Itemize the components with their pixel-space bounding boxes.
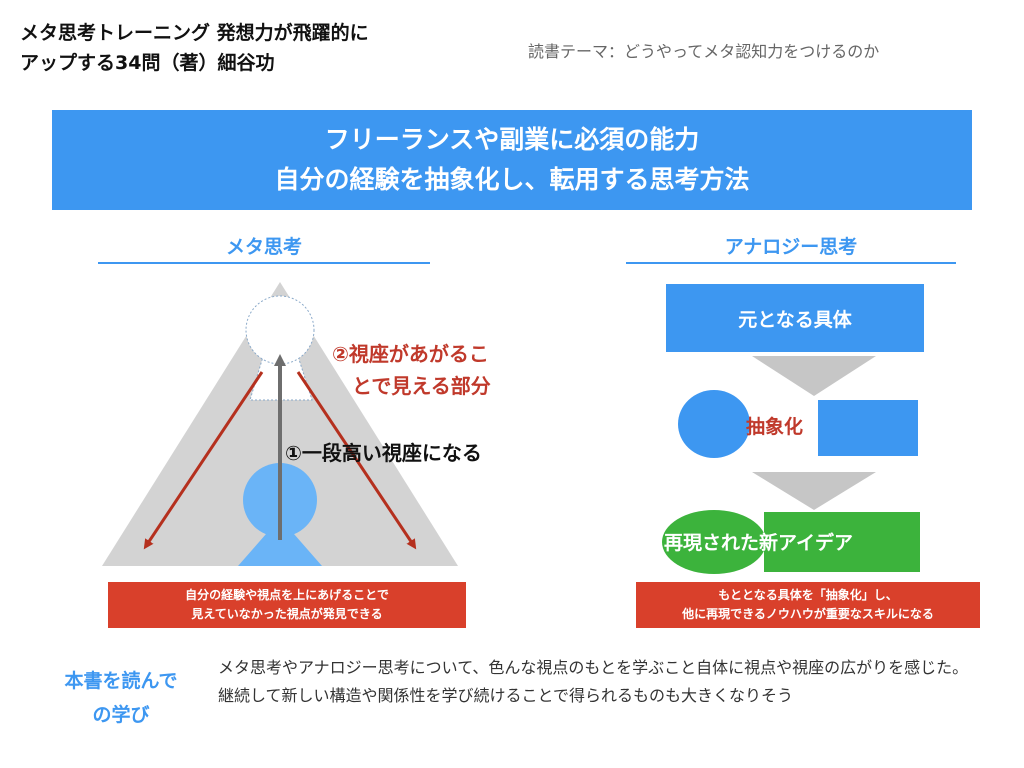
banner-line1: フリーランスや副業に必須の能力 <box>324 125 700 154</box>
visible-part-label: ②視座があがるこ とで見える部分 <box>332 338 491 402</box>
abstract-square <box>818 400 918 456</box>
step1-label: ①一段高い視座になる <box>285 441 482 465</box>
analogy-heading: アナロジー思考 <box>626 232 956 264</box>
reading-theme: 読書テーマ：どうやってメタ認知力をつけるのか <box>528 42 880 61</box>
banner-line2: 自分の経験を抽象化し、転用する思考方法 <box>274 165 750 194</box>
source-concrete-box: 元となる具体 <box>666 284 924 352</box>
visible-part-line1: ②視座があがるこ <box>332 342 489 366</box>
analogy-note-line2: 他に再現できるノウハウが重要なスキルになる <box>682 607 934 621</box>
meta-note: 自分の経験や視点を上にあげることで 見えていなかった視点が発見できる <box>108 582 466 628</box>
meta-note-line2: 見えていなかった視点が発見できる <box>191 607 383 621</box>
down-arrow-1 <box>752 356 876 396</box>
analogy-note: もととなる具体を「抽象化」し、 他に再現できるノウハウが重要なスキルになる <box>636 582 980 628</box>
meta-note-line1: 自分の経験や視点を上にあげることで <box>185 588 389 602</box>
meta-heading: メタ思考 <box>98 232 430 264</box>
view-arrow-right <box>296 371 417 550</box>
upper-head-circle <box>245 295 315 365</box>
main-banner: フリーランスや副業に必須の能力 自分の経験を抽象化し、転用する思考方法 <box>52 110 972 210</box>
abstract-circle <box>678 390 750 458</box>
analogy-note-line1: もととなる具体を「抽象化」し、 <box>718 588 898 602</box>
view-arrow-left <box>143 371 264 550</box>
book-title-line1: メタ思考トレーニング 発想力が飛躍的に <box>20 22 369 44</box>
down-arrow-2 <box>752 472 876 510</box>
book-title: メタ思考トレーニング 発想力が飛躍的に アップする34問（著）細谷功 <box>20 18 369 78</box>
learning-body: メタ思考やアナロジー思考について、色んな視点のもとを学ぶこと自体に視点や視座の広… <box>218 658 969 705</box>
visible-part-line2: とで見える部分 <box>352 374 491 398</box>
result-rect <box>764 512 920 572</box>
result-ellipse <box>662 510 766 574</box>
learning-heading-line1: 本書を読んで <box>64 670 178 692</box>
abstraction-label: 抽象化 <box>746 416 804 438</box>
result-label: 再現された新アイデア <box>664 532 854 554</box>
person-body <box>238 518 322 566</box>
learning-heading-line2: の学び <box>92 704 150 726</box>
learning-heading: 本書を読んで の学び <box>46 664 196 732</box>
book-title-line2: アップする34問（著）細谷功 <box>20 52 275 74</box>
